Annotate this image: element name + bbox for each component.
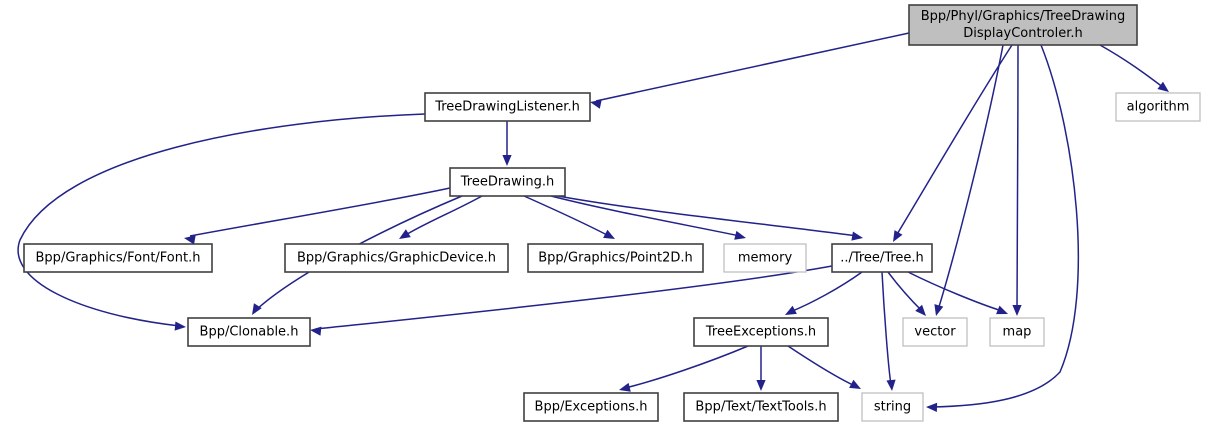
arrow-head-icon — [174, 321, 186, 331]
edge-treeexceptions-to-string — [787, 345, 861, 389]
node-box[interactable] — [187, 317, 311, 347]
edge-tree-to-map — [907, 271, 1008, 315]
arrow-head-icon — [893, 230, 903, 242]
node-box[interactable] — [23, 243, 213, 273]
edge-line — [595, 32, 910, 102]
edge-line — [403, 195, 483, 237]
arrow-head-icon — [915, 304, 926, 316]
node-treedrawing[interactable]: TreeDrawing.h — [449, 167, 566, 197]
node-layer: Bpp/Phyl/Graphics/TreeDrawingDisplayCont… — [23, 4, 1201, 422]
node-root[interactable]: Bpp/Phyl/Graphics/TreeDrawingDisplayCont… — [908, 4, 1138, 46]
node-clonable[interactable]: Bpp/Clonable.h — [187, 317, 311, 347]
arrow-head-icon — [399, 229, 411, 239]
arrow-head-icon — [785, 305, 797, 315]
edge-root-to-string — [926, 44, 1080, 412]
node-box[interactable] — [908, 4, 1138, 46]
arrow-head-icon — [734, 230, 746, 240]
edge-root-to-map — [1012, 44, 1022, 316]
node-string[interactable]: string — [861, 392, 924, 422]
arrow-head-icon — [849, 379, 861, 389]
edge-line — [17, 113, 426, 327]
edge-layer — [17, 32, 1169, 412]
edge-line — [887, 271, 923, 312]
arrow-head-icon — [934, 304, 944, 316]
node-exceptions[interactable]: Bpp/Exceptions.h — [523, 392, 659, 422]
node-box[interactable] — [527, 243, 704, 273]
edge-line — [523, 195, 610, 237]
edge-line — [789, 271, 863, 313]
arrow-head-icon — [252, 303, 262, 315]
edge-treedrawing-to-memory — [550, 195, 746, 240]
edge-treeexceptions-to-texttools — [756, 346, 766, 391]
node-box[interactable] — [424, 92, 591, 122]
node-box[interactable] — [902, 317, 968, 347]
arrow-head-icon — [619, 382, 631, 392]
node-texttools[interactable]: Bpp/Text/TextTools.h — [683, 392, 839, 422]
arrow-head-icon — [756, 380, 766, 391]
edge-treeexceptions-to-exceptions — [619, 345, 749, 392]
edge-line — [315, 265, 833, 330]
node-box[interactable] — [831, 243, 933, 273]
node-map[interactable]: map — [989, 317, 1045, 347]
edge-line — [1099, 44, 1165, 89]
node-box[interactable] — [723, 243, 807, 273]
edge-line — [1016, 44, 1019, 311]
node-box[interactable] — [683, 392, 839, 422]
arrow-head-icon — [996, 305, 1008, 315]
edge-tree-to-string — [881, 271, 896, 391]
arrow-head-icon — [926, 402, 938, 412]
edge-treedrawing-to-font — [184, 187, 451, 245]
edge-root-to-tree — [893, 44, 1013, 242]
node-point2d[interactable]: Bpp/Graphics/Point2D.h — [527, 243, 704, 273]
node-listener[interactable]: TreeDrawingListener.h — [424, 92, 591, 122]
edge-treedrawing-to-point2d — [523, 195, 615, 239]
edge-listener-to-treedrawing — [502, 121, 512, 166]
node-box[interactable] — [693, 317, 829, 347]
node-memory[interactable]: memory — [723, 243, 807, 273]
edge-tree-to-clonable — [310, 265, 833, 336]
arrow-head-icon — [502, 155, 512, 166]
edge-line — [937, 44, 1004, 311]
edge-listener-to-clonable — [17, 113, 426, 331]
edge-root-to-algorithm — [1099, 44, 1169, 92]
node-box[interactable] — [284, 243, 509, 273]
node-box[interactable] — [523, 392, 659, 422]
edge-treedrawing-to-tree — [557, 195, 863, 241]
node-treeexceptions[interactable]: TreeExceptions.h — [693, 317, 829, 347]
arrow-head-icon — [851, 231, 863, 241]
node-box[interactable] — [989, 317, 1045, 347]
arrow-head-icon — [1157, 81, 1169, 92]
node-graphicdevice[interactable]: Bpp/Graphics/GraphicDevice.h — [284, 243, 509, 273]
edge-line — [931, 44, 1080, 408]
arrow-head-icon — [184, 235, 196, 245]
edge-tree-to-vector — [887, 271, 926, 316]
edge-line — [881, 271, 892, 386]
node-box[interactable] — [1115, 92, 1201, 122]
arrow-head-icon — [310, 326, 322, 336]
node-algorithm[interactable]: algorithm — [1115, 92, 1201, 122]
edge-line — [550, 195, 741, 237]
node-box[interactable] — [861, 392, 924, 422]
node-box[interactable] — [449, 167, 566, 197]
arrow-head-icon — [1012, 305, 1022, 316]
node-tree[interactable]: ../Tree/Tree.h — [831, 243, 933, 273]
node-vector[interactable]: vector — [902, 317, 968, 347]
edge-treedrawing-to-graphicdevice — [399, 195, 483, 239]
edge-line — [907, 271, 1003, 312]
edge-root-to-listener — [590, 32, 910, 109]
edge-line — [189, 187, 451, 237]
arrow-head-icon — [603, 229, 615, 239]
edge-tree-to-treeexceptions — [785, 271, 863, 315]
edge-line — [895, 44, 1013, 237]
arrow-head-icon — [886, 379, 896, 391]
edge-line — [557, 195, 858, 237]
node-font[interactable]: Bpp/Graphics/Font/Font.h — [23, 243, 213, 273]
edge-root-to-vector — [934, 44, 1004, 316]
edge-line — [787, 345, 856, 387]
arrow-head-icon — [590, 99, 602, 109]
edge-line — [624, 345, 749, 389]
